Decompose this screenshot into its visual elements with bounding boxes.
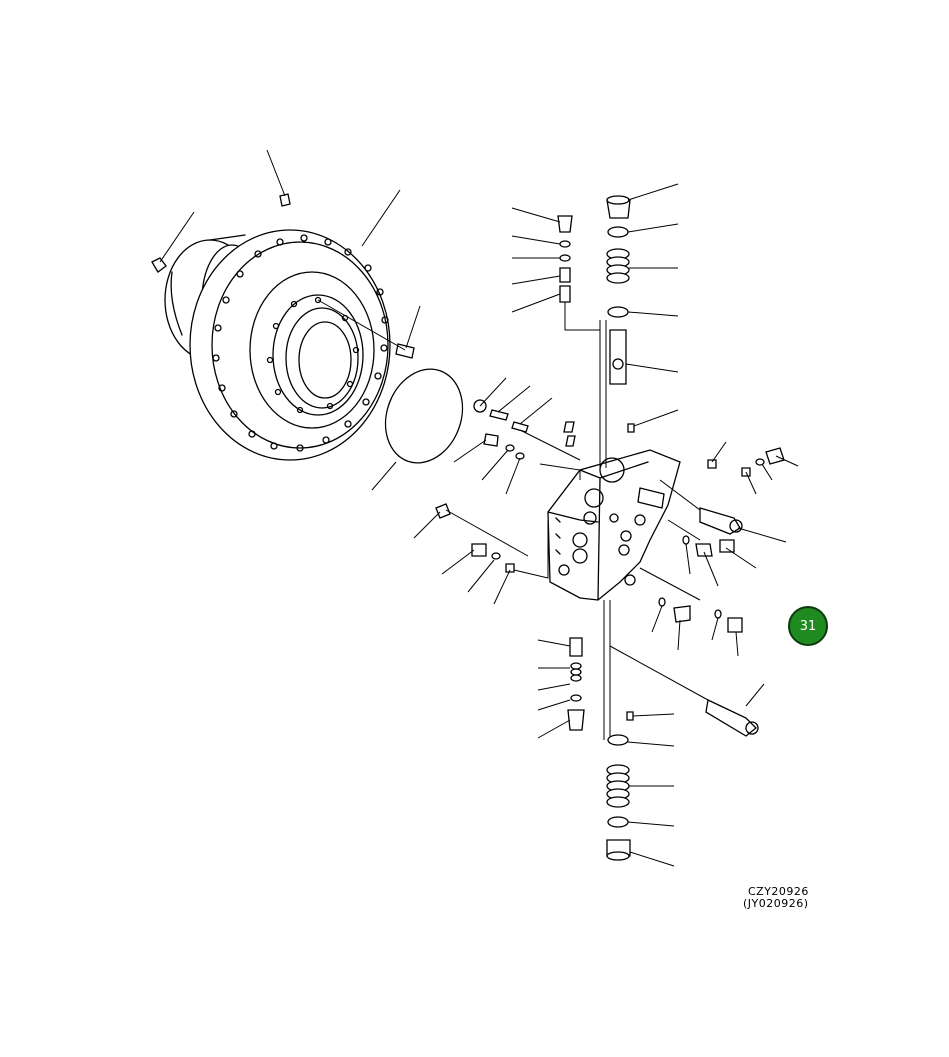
plug-cluster: [453, 377, 581, 495]
callout-marker[interactable]: 31: [788, 606, 828, 646]
relief-valve-stack-bottom: [537, 637, 765, 867]
lower-left-parts: [413, 503, 549, 605]
drawing-code: CZY20926: [748, 885, 809, 898]
motor-housing: [151, 149, 421, 461]
relief-valve-stack-top: [606, 183, 679, 433]
check-valve-parts: [511, 207, 573, 313]
right-side-fittings: [639, 441, 799, 657]
drawing-code-secondary: (JY020926): [743, 897, 809, 910]
valve-body: [547, 300, 681, 740]
seal-ring: [384, 368, 464, 464]
